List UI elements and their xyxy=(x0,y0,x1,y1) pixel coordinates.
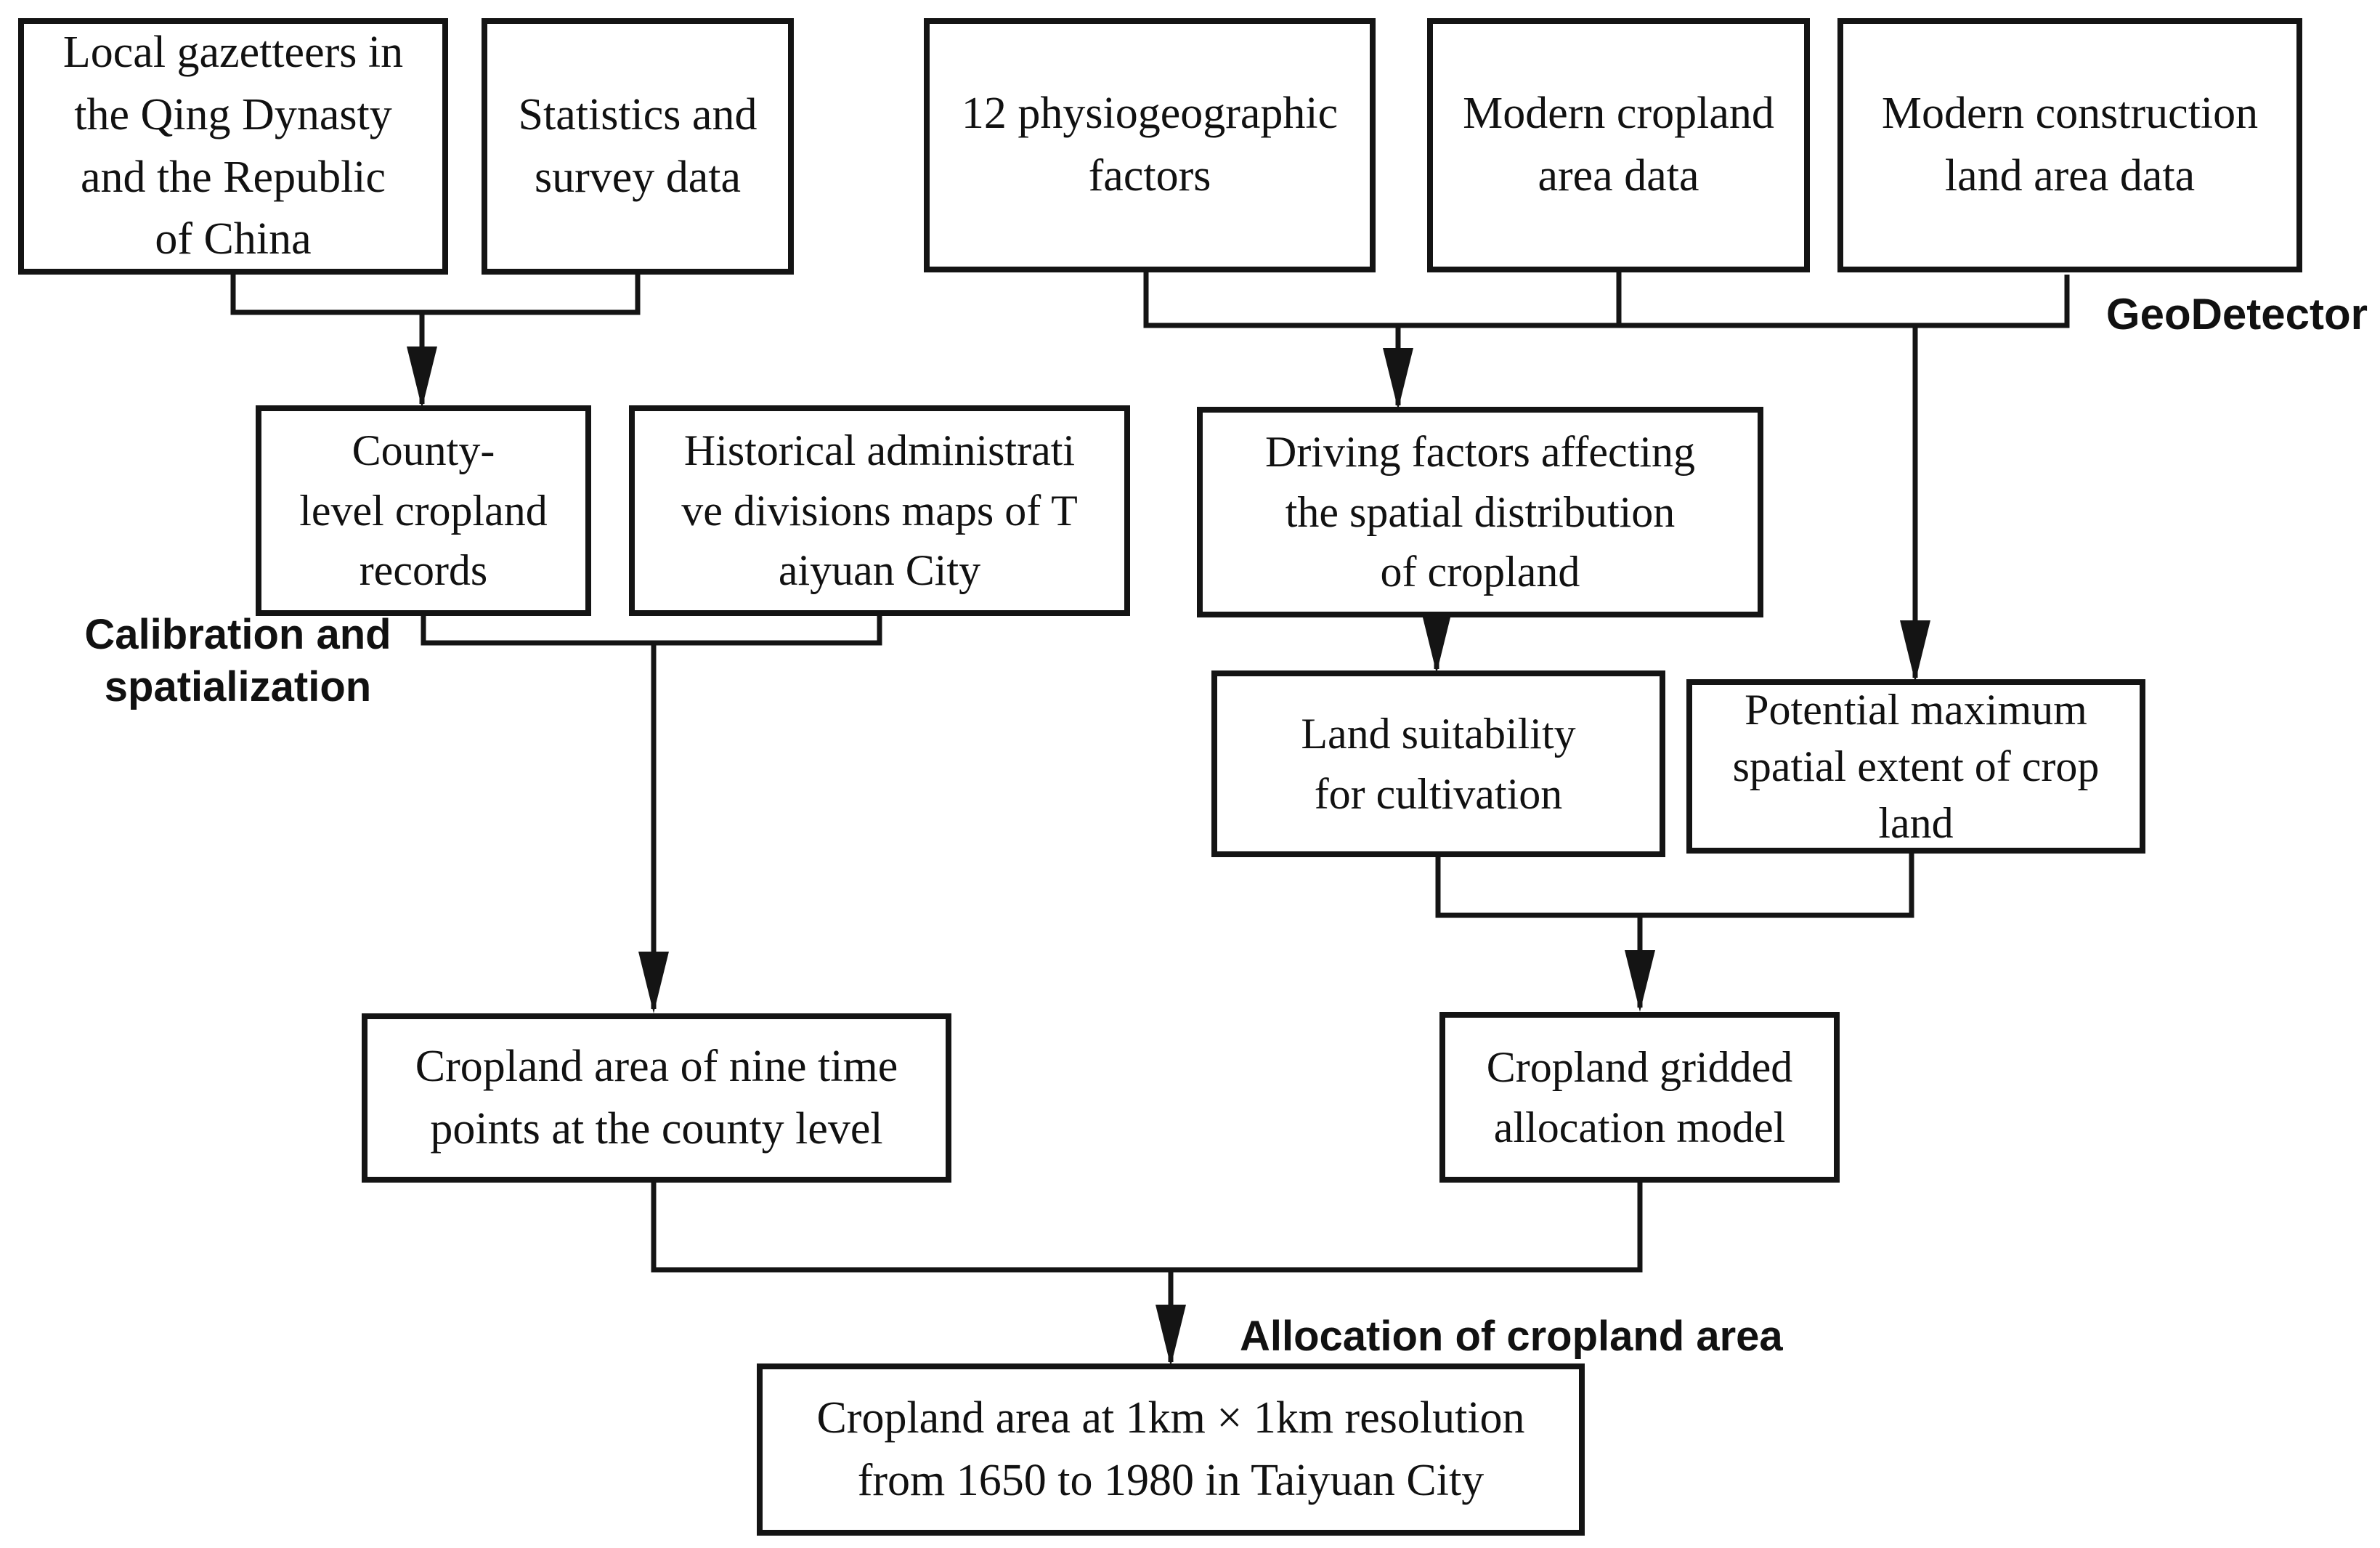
box-historical-maps: Historical administrati ve divisions map… xyxy=(629,405,1130,616)
connector-driving-to-suitability xyxy=(1421,612,1452,673)
box-potential-extent: Potential maximum spatial extent of crop… xyxy=(1686,679,2145,854)
arrowhead-into-driving-factors xyxy=(1383,348,1413,410)
box-modern-cropland: Modern cropland area data xyxy=(1427,18,1810,272)
box-gridded-model: Cropland gridded allocation model xyxy=(1439,1012,1840,1183)
box-physiogeographic-factors: 12 physiogeographic factors xyxy=(924,18,1376,272)
connector-sources-to-county-records xyxy=(230,275,641,408)
box-local-gazetteers: Local gazetteers in the Qing Dynasty and… xyxy=(18,18,448,275)
arrowhead-into-final-output xyxy=(1156,1305,1186,1366)
calibration-spatialization-label: Calibration and spatialization xyxy=(84,611,391,710)
geodetector-label: GeoDetector xyxy=(2105,290,2368,339)
connector-suitability-extent-merge xyxy=(1435,851,1914,1012)
arrowhead-into-county-records xyxy=(407,347,437,408)
connector-sources-to-geodetector xyxy=(1143,272,2070,682)
box-driving-factors: Driving factors affecting the spatial di… xyxy=(1197,407,1763,617)
connector-calibration-merge xyxy=(421,616,882,1013)
allocation-label: Allocation of cropland area xyxy=(1240,1313,1783,1360)
arrowhead-into-potential-extent xyxy=(1900,620,1930,682)
box-modern-construction: Modern construction land area data xyxy=(1837,18,2302,272)
box-county-records: County- level cropland records xyxy=(256,405,591,616)
arrowhead-into-gridded-model xyxy=(1625,950,1655,1012)
arrowhead-into-county-timepoints xyxy=(638,952,669,1013)
box-final-output: Cropland area at 1km × 1km resolution fr… xyxy=(757,1363,1585,1536)
box-land-suitability: Land suitability for cultivation xyxy=(1211,670,1665,857)
connector-allocation-merge xyxy=(651,1183,1643,1366)
arrowhead-into-land-suitability xyxy=(1421,612,1452,673)
box-county-timepoints: Cropland area of nine time points at the… xyxy=(362,1013,951,1183)
box-statistics-survey: Statistics and survey data xyxy=(482,18,794,275)
